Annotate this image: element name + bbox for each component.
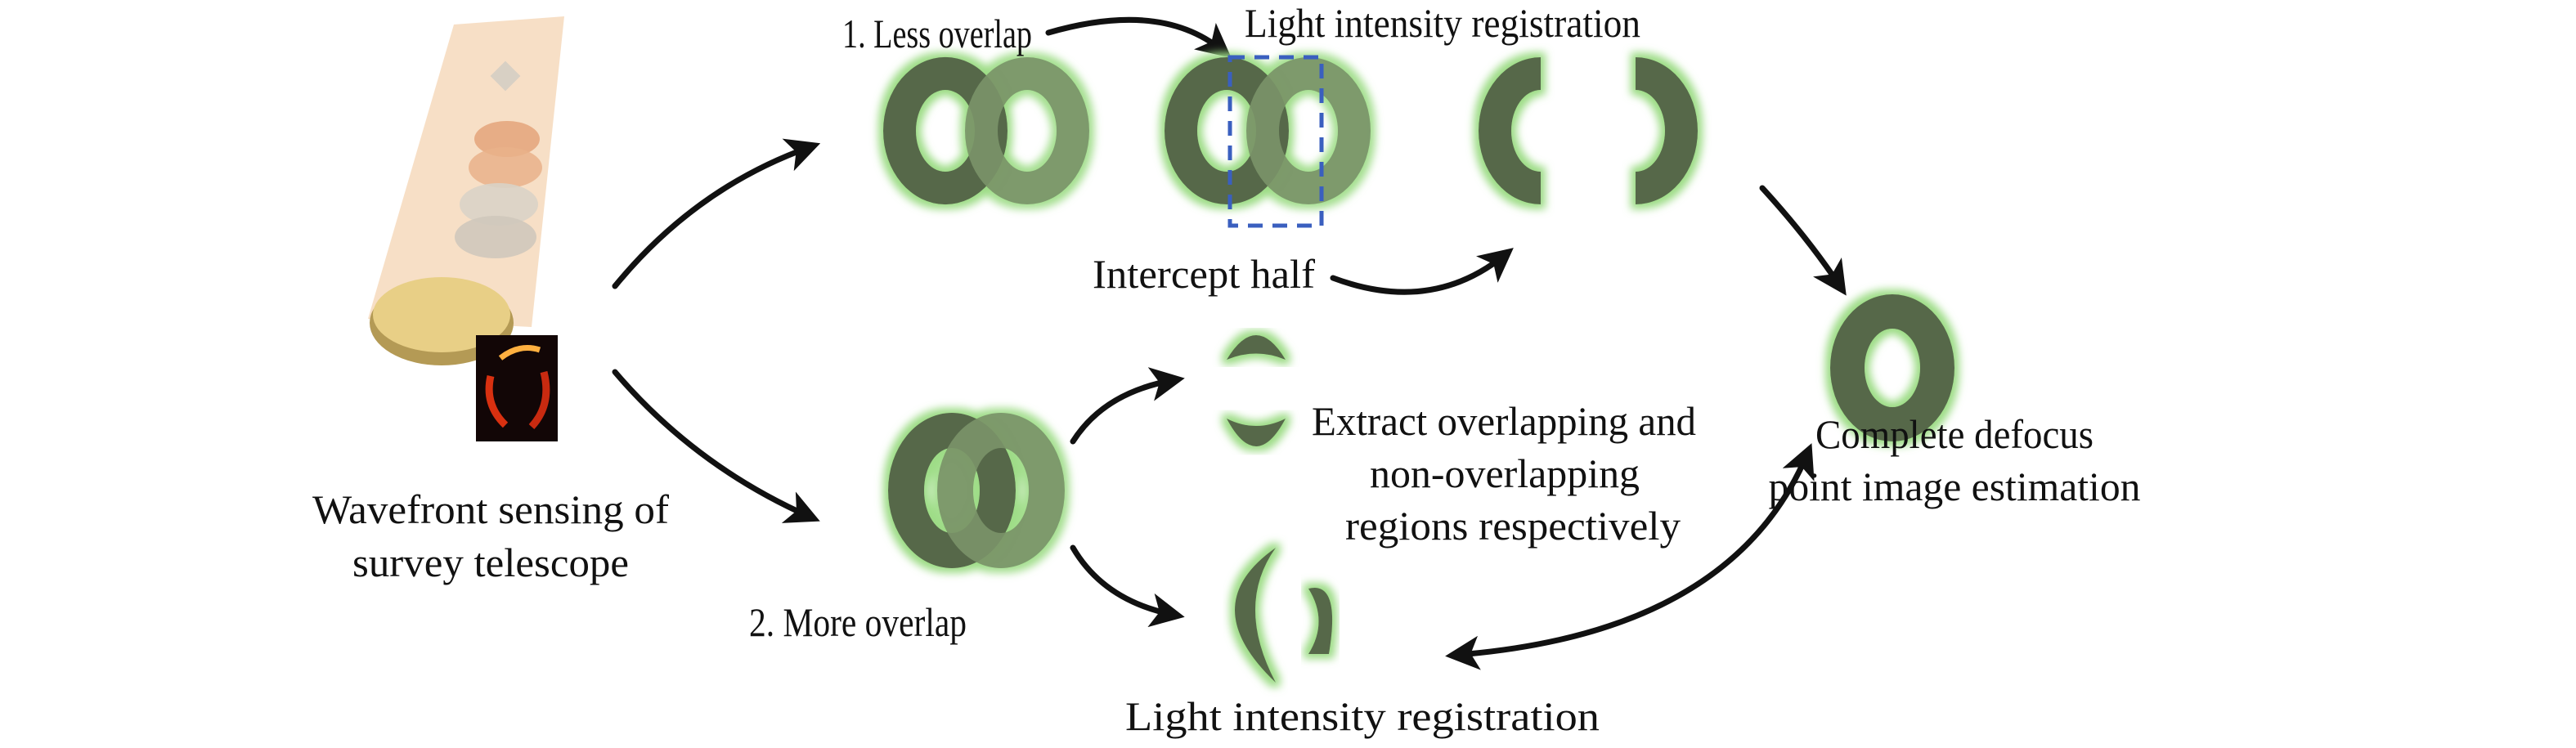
- arrow-to-complete: [1762, 188, 1840, 286]
- small-crescent-region: [1308, 588, 1332, 654]
- registration-top-label: Light intensity registration: [1245, 0, 1640, 46]
- telescope-illustration: [368, 16, 564, 441]
- extract-label-line3: regions respectively: [1345, 503, 1681, 549]
- more-overlap-rings: [888, 413, 1065, 568]
- arrow-to-intercept: [1048, 20, 1223, 51]
- overlap-region-top: [1227, 335, 1286, 360]
- wavefront-label-line1: Wavefront sensing of: [312, 486, 669, 532]
- arrow-to-registration-bottom: [1073, 548, 1174, 615]
- arrow-to-extract: [1073, 380, 1174, 441]
- crescent-region: [1235, 548, 1276, 683]
- wavefront-label-line2: survey telescope: [352, 540, 629, 585]
- intercept-rings: [1165, 57, 1371, 204]
- lens-element: [455, 216, 536, 258]
- extract-label-line2: non-overlapping: [1370, 450, 1640, 496]
- extract-label-line1: Extract overlapping and: [1312, 398, 1696, 444]
- overlap-region-bottom: [1227, 419, 1286, 446]
- less-overlap-rings: [883, 57, 1089, 204]
- complete-label-line1: Complete defocus: [1815, 411, 2094, 457]
- registration-bottom-label: Light intensity registration: [1125, 693, 1600, 739]
- arrow-to-registration-top: [1333, 255, 1505, 292]
- more-overlap-label: 2. More overlap: [749, 599, 967, 645]
- less-overlap-label: 1. Less overlap: [842, 11, 1032, 56]
- lens-element: [469, 147, 542, 188]
- arrow-to-less-overlap: [615, 147, 810, 286]
- registered-half-rings: [1479, 57, 1698, 204]
- complete-label-line2: point image estimation: [1769, 464, 2141, 509]
- intercept-half-label: Intercept half: [1093, 251, 1315, 297]
- defocus-image-thumbnail: [476, 335, 558, 441]
